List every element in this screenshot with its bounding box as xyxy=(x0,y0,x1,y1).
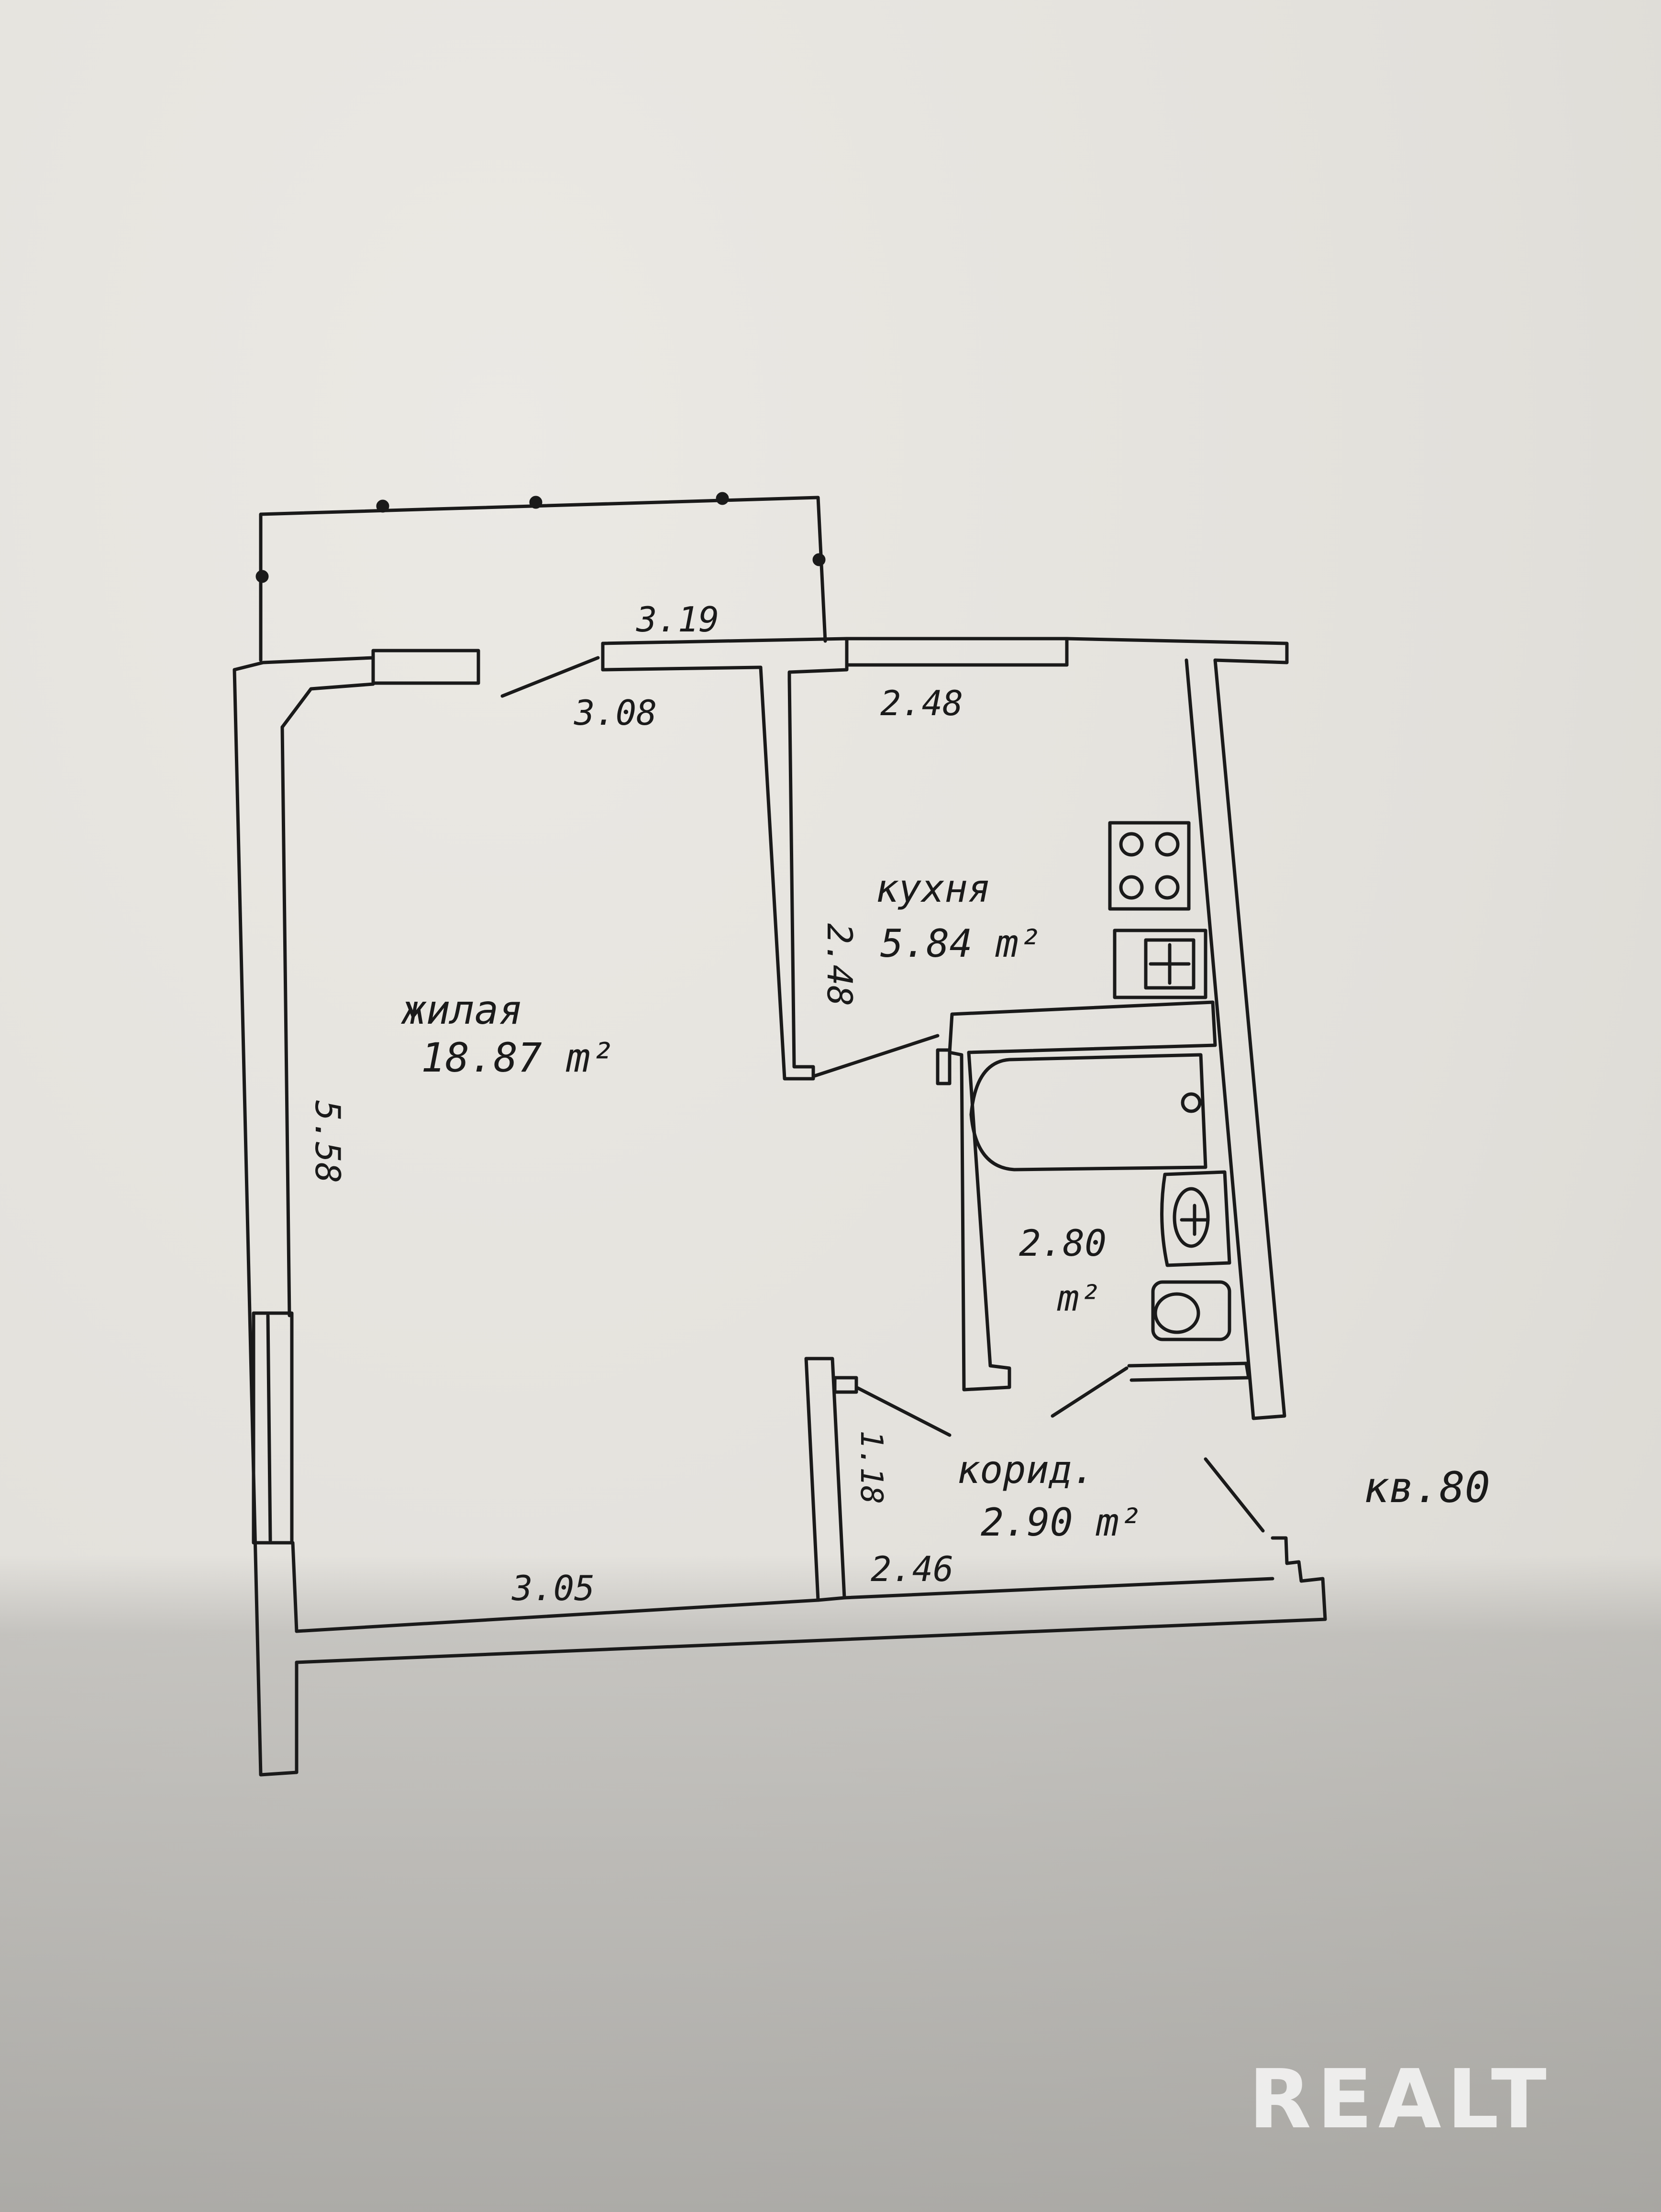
room-bathroom-unit: m² xyxy=(1057,1277,1101,1319)
balcony-post xyxy=(529,496,543,509)
balcony-outline xyxy=(259,496,827,662)
wall-right xyxy=(1185,658,1286,1420)
wall-bottom-inner xyxy=(295,1598,820,1633)
wall-left xyxy=(233,668,299,1777)
apartment-number: кв.80 xyxy=(1363,1463,1490,1512)
burner-icon xyxy=(1155,875,1180,900)
bathtub xyxy=(969,1053,1207,1172)
wall-segment xyxy=(601,665,763,672)
kitchen-sink xyxy=(1113,929,1207,999)
dim-corridor-width: 2.46 xyxy=(871,1549,953,1589)
wall-top-right xyxy=(1065,637,1289,664)
room-corridor-name: корид. xyxy=(957,1448,1095,1492)
door-kitchen xyxy=(811,1034,940,1078)
stove xyxy=(1108,821,1191,911)
wall-left-inner xyxy=(280,725,291,1317)
bathroom-wall-bottom xyxy=(1127,1361,1251,1382)
balcony-post xyxy=(376,499,389,513)
window-kitchen xyxy=(845,637,1069,667)
burner-icon xyxy=(1119,875,1144,900)
door-bathroom xyxy=(1051,1366,1129,1418)
realt-watermark-logo: REALT xyxy=(1249,2052,1552,2147)
door-jamb xyxy=(833,1376,858,1394)
wall-bottom xyxy=(295,1536,1327,1664)
dim-kitchen-depth: 2.48 xyxy=(819,923,860,1006)
window-living-side xyxy=(252,1311,294,1545)
dim-balcony-width: 3.19 xyxy=(636,599,719,640)
dim-kitchen-width: 2.48 xyxy=(880,683,963,723)
room-bathroom-area: 2.80 xyxy=(1019,1222,1107,1264)
room-kitchen-name: кухня xyxy=(875,866,991,911)
door-jamb xyxy=(936,1048,952,1085)
kitchen-sink-basin xyxy=(1144,938,1196,990)
bathtub-drain-icon xyxy=(1181,1092,1202,1113)
bathroom-sink xyxy=(1160,1170,1231,1267)
burner-icon xyxy=(1155,832,1180,857)
dim-living-depth: 5.58 xyxy=(308,1100,348,1183)
window-pane xyxy=(266,1314,272,1542)
photo-shadow xyxy=(0,1555,1661,2212)
balcony-post xyxy=(255,570,269,583)
sink-bowl-icon xyxy=(1173,1187,1210,1248)
window-living xyxy=(371,649,480,685)
wall-partition-corridor xyxy=(804,1357,846,1602)
door-living xyxy=(854,1385,952,1437)
wall-left-inner xyxy=(291,1541,299,1633)
wall-bottom-inner xyxy=(842,1577,1274,1600)
room-living-name: жилая xyxy=(400,986,523,1033)
wall-top-left xyxy=(233,656,375,729)
balcony-door xyxy=(500,656,600,698)
dim-living-width-top: 3.08 xyxy=(574,693,657,733)
balcony-post xyxy=(716,492,729,505)
entrance-door xyxy=(1204,1457,1265,1533)
toilet xyxy=(1151,1280,1231,1341)
burner-icon xyxy=(1119,832,1144,857)
bathroom-outline xyxy=(948,1000,1217,1392)
wall-partition-kitchen xyxy=(759,665,815,1081)
toilet-bowl-icon xyxy=(1153,1292,1200,1334)
room-corridor-area: 2.90 m² xyxy=(981,1500,1142,1545)
dim-living-width-bottom: 3.05 xyxy=(511,1568,595,1608)
room-kitchen-area: 5.84 m² xyxy=(880,921,1041,966)
wall-top-mid xyxy=(601,637,849,681)
dim-corridor-depth: 1.18 xyxy=(853,1430,889,1504)
balcony-post xyxy=(812,553,826,566)
room-living-area: 18.87 m² xyxy=(421,1034,615,1081)
